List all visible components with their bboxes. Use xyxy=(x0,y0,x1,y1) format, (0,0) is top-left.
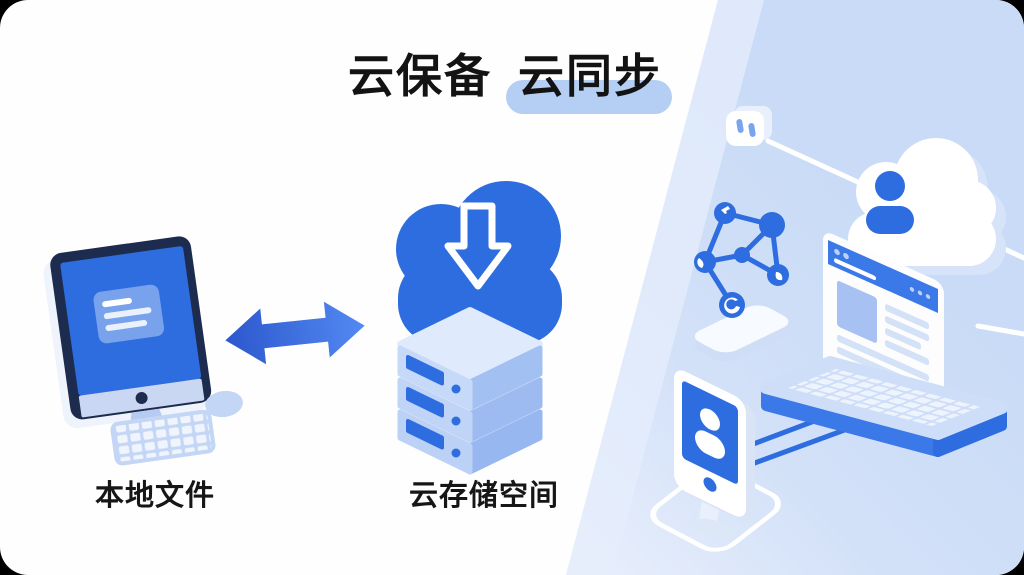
browser-image-block xyxy=(837,281,877,343)
download-arrow xyxy=(444,202,512,290)
network-graph-icon xyxy=(694,202,789,318)
title-part-backup: 云保备 xyxy=(348,50,492,102)
network-platform xyxy=(694,305,789,362)
tablet-home-button xyxy=(703,477,717,492)
cloud-storage-label: 云存储空间 xyxy=(408,480,560,512)
browser-titlebar xyxy=(828,240,938,313)
desktop-computer-icon xyxy=(43,236,243,466)
cloud-panel xyxy=(566,0,1024,575)
keyboard xyxy=(110,409,216,466)
tablet-user-icon xyxy=(674,370,755,538)
key-node-glyph xyxy=(721,206,730,214)
sync-node-glyph xyxy=(724,297,740,314)
power-socket-icon xyxy=(726,106,772,146)
title-part-sync-highlighted: 云同步 xyxy=(506,40,672,114)
local-files-label: 本地文件 xyxy=(94,480,216,512)
panel-light-band xyxy=(566,0,764,575)
mouse xyxy=(205,390,243,418)
server-stack-icon xyxy=(397,307,543,475)
laptop-keyboard xyxy=(788,369,980,426)
laptop-base xyxy=(760,356,1008,457)
page-title: 云保备云同步 xyxy=(348,40,672,114)
user-cloud-icon xyxy=(848,138,1006,275)
bidirectional-sync-arrow-icon xyxy=(225,301,365,365)
user-avatar xyxy=(866,171,914,234)
